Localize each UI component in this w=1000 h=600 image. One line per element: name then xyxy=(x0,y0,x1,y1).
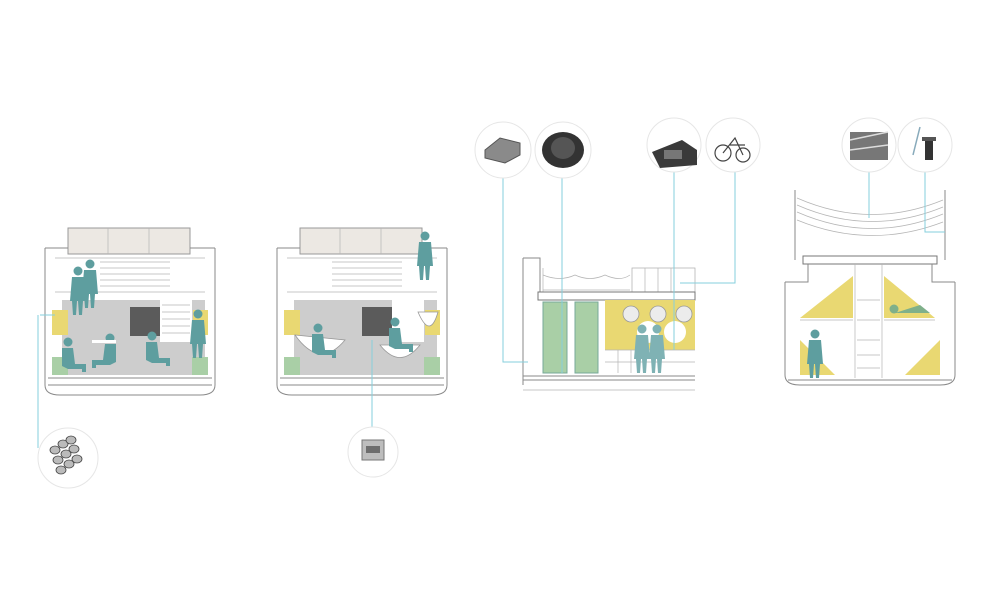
roof-panels xyxy=(67,227,191,255)
bicycle-icon xyxy=(714,136,751,163)
yellow-panel xyxy=(52,310,68,335)
canopy xyxy=(796,197,944,236)
section-hammock xyxy=(276,227,448,478)
porthole-windows xyxy=(622,305,693,323)
pole-icon xyxy=(912,126,921,156)
figures xyxy=(807,304,930,378)
roof-panels xyxy=(299,227,423,255)
yellow-panel xyxy=(284,310,300,335)
hammocks xyxy=(294,311,439,358)
woven-texture-icon xyxy=(49,435,83,475)
green-block xyxy=(192,357,208,375)
section-lounge xyxy=(37,227,216,489)
green-block xyxy=(424,357,440,375)
section-facade xyxy=(474,117,761,391)
cushion-icon xyxy=(484,137,521,164)
dark-block xyxy=(362,307,392,336)
door-right xyxy=(574,301,599,374)
yellow-triangle xyxy=(800,276,853,318)
dark-block xyxy=(130,307,160,336)
section-sleeping xyxy=(784,117,956,386)
green-block xyxy=(284,357,300,375)
yellow-triangle xyxy=(905,340,940,375)
door-left xyxy=(542,301,568,374)
